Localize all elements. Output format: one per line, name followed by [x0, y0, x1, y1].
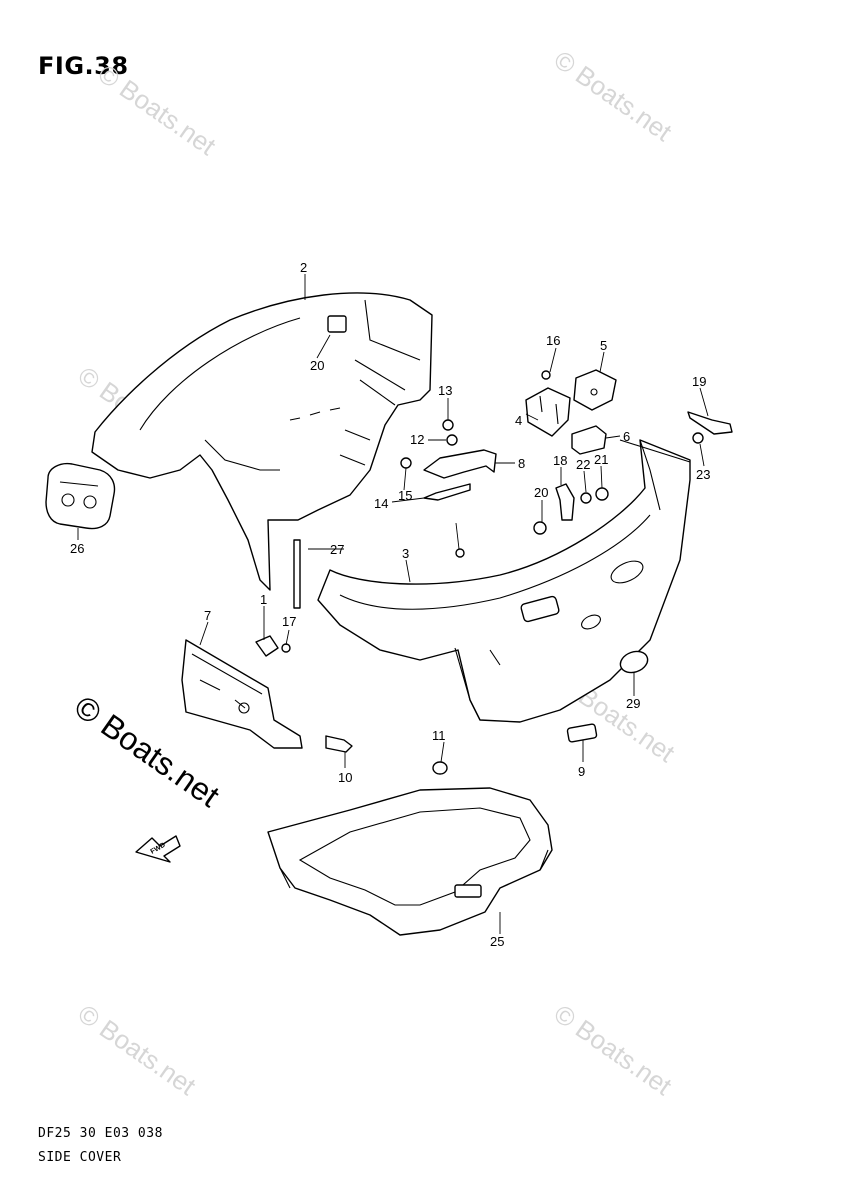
- callout-7: 7: [204, 608, 211, 623]
- callout-11: 11: [432, 728, 446, 743]
- part-10-bolt: [325, 735, 353, 753]
- part-4-bracket: [525, 387, 571, 437]
- callout-20-b: 20: [534, 485, 548, 500]
- part-26-strip: [293, 539, 301, 609]
- callout-17: 17: [282, 614, 296, 629]
- diagram-name: SIDE COVER: [38, 1150, 122, 1165]
- watermark-text: © Boats.net: [73, 998, 202, 1101]
- callout-2: 2: [300, 260, 307, 275]
- callout-12: 12: [410, 432, 424, 447]
- part-16-screw: [541, 370, 551, 380]
- callout-21: 21: [594, 452, 608, 467]
- part-22-washer: [580, 492, 592, 504]
- part-7-inner-panel: [181, 639, 303, 749]
- small-hardware: [281, 370, 704, 753]
- callout-22: 22: [576, 457, 590, 472]
- part-6-pad: [571, 425, 607, 455]
- part-19-lever: [687, 411, 733, 435]
- watermark-text: © Boats.net: [549, 998, 678, 1101]
- part-23-nut: [692, 432, 704, 444]
- fwd-arrow: FWD: [135, 835, 181, 863]
- callout-16: 16: [546, 333, 560, 348]
- part-29-screw: [455, 548, 465, 558]
- callout-19: 19: [692, 374, 706, 389]
- callout-14: 14: [374, 496, 388, 511]
- callout-24: 26: [70, 541, 84, 556]
- callout-1: 1: [260, 592, 267, 607]
- part-2-upper-side-cover: [91, 292, 433, 591]
- callout-18: 18: [553, 453, 567, 468]
- part-27-seal-ring: [619, 650, 649, 674]
- figure-title: FIG.38: [38, 52, 129, 80]
- part-18-hook: [555, 483, 575, 521]
- callout-25: 25: [490, 934, 504, 949]
- callout-15: 15: [398, 488, 412, 503]
- part-17-screw: [281, 643, 291, 653]
- watermark-text: © Boats.net: [93, 58, 222, 161]
- callout-26: 27: [330, 542, 344, 557]
- callout-9: 9: [578, 764, 585, 779]
- watermark-text: © Boats.net: [549, 44, 678, 147]
- callout-13: 13: [438, 383, 452, 398]
- part-15-screw: [400, 457, 412, 469]
- part-25-bottom-tray: [267, 787, 553, 936]
- callout-4: 4: [515, 413, 522, 428]
- part-20-screw-b: [533, 521, 547, 535]
- callout-5: 5: [600, 338, 607, 353]
- part-21-washer: [595, 487, 609, 501]
- callout-3: 3: [402, 546, 409, 561]
- part-13-screw: [442, 419, 454, 431]
- part-11-grommet: [432, 761, 448, 775]
- callout-10: 10: [338, 770, 352, 785]
- callout-27: 29: [626, 696, 640, 711]
- callout-labels: 2 20 26 27 3 1 17 7 10 11 9 29 25 13 12 …: [70, 260, 710, 949]
- part-8-latch-plate: [423, 449, 497, 479]
- part-1-clip: [255, 635, 279, 657]
- part-3-lower-side-cover: [317, 439, 691, 723]
- callout-6: 6: [623, 429, 630, 444]
- diagram-code: DF25 30 E03 038: [38, 1126, 163, 1141]
- part-12-screw: [446, 434, 458, 446]
- part-9-clip: [566, 723, 598, 743]
- part-5-block: [573, 369, 617, 411]
- callout-8: 8: [518, 456, 525, 471]
- callout-23: 23: [696, 467, 710, 482]
- part-24-mount-block: [45, 462, 116, 530]
- callout-20-a: 20: [310, 358, 324, 373]
- part-14-bolt: [423, 483, 471, 501]
- leader-lines: [77, 274, 709, 934]
